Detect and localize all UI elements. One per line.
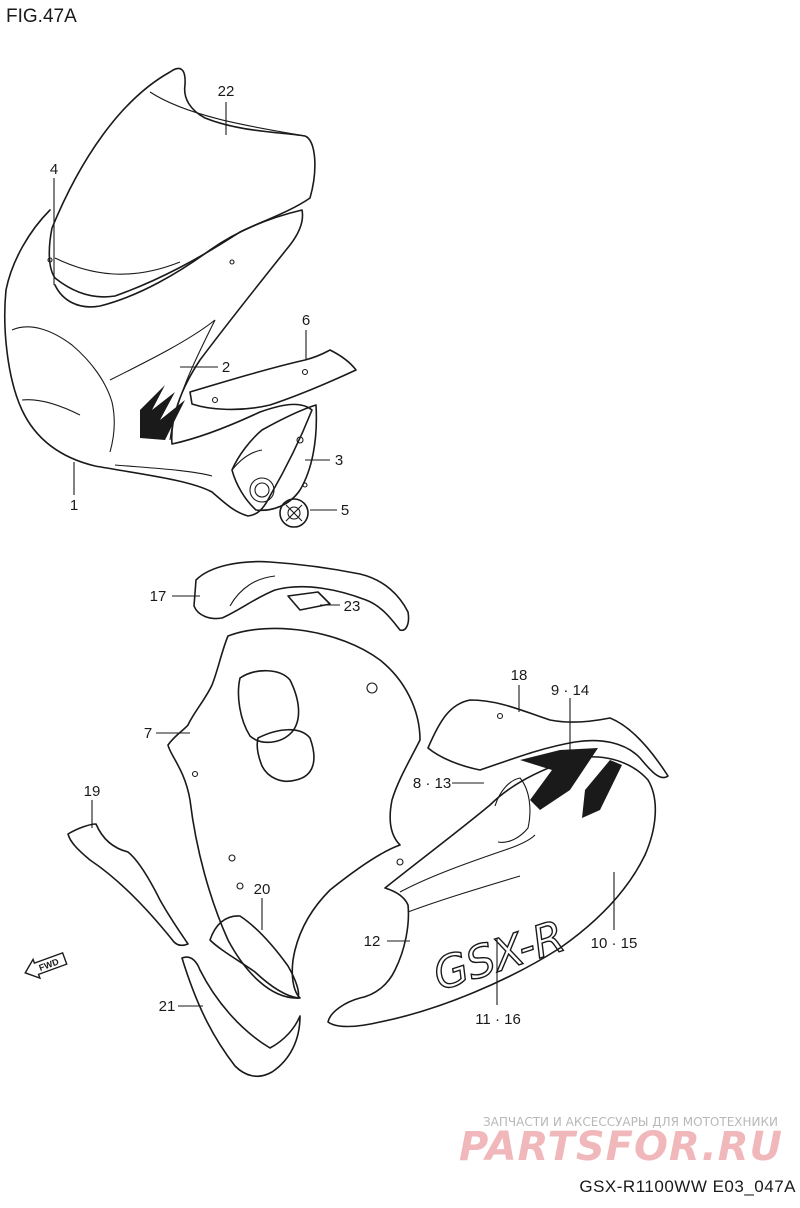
figure-title: FIG.47A: [6, 6, 77, 27]
watermark-brand: PARTSFOR.RU: [459, 1124, 783, 1170]
fwd-arrow-icon: FWD: [24, 951, 68, 980]
callout-19: 19: [84, 783, 101, 800]
part-18-inner-cover[interactable]: [427, 699, 669, 779]
callout-12: 12: [364, 933, 381, 950]
callout-9-14: 9 · 14: [551, 682, 589, 699]
callout-3: 3: [335, 452, 343, 469]
callout-labels: 22 4 6 2 3 1 5 17 23 18 9 · 14 7 8 · 13 …: [50, 83, 638, 1028]
callout-2: 2: [222, 359, 230, 376]
part-6-bracket[interactable]: [189, 349, 357, 411]
callout-18: 18: [511, 667, 528, 684]
callout-10-15: 10 · 15: [591, 935, 638, 952]
part-7-side-cowling[interactable]: [167, 627, 421, 999]
callout-20: 20: [254, 881, 271, 898]
leader-lines: [53, 102, 615, 1007]
part-21-side-under-panel[interactable]: [181, 956, 301, 1078]
callout-1: 1: [70, 497, 78, 514]
model-code: GSX-R1100WW E03_047A: [579, 1177, 796, 1196]
callout-5: 5: [341, 502, 349, 519]
part-17-inner-bracket[interactable]: [193, 560, 410, 632]
callout-11-16: 11 · 16: [475, 1011, 521, 1028]
gsxr-decal-icon: GSX-R: [427, 911, 571, 1001]
part-20-bracket[interactable]: [209, 915, 300, 999]
callout-7: 7: [144, 725, 152, 742]
callout-6: 6: [302, 312, 310, 329]
callout-8-13: 8 · 13: [413, 775, 451, 792]
part-19-under-panel[interactable]: [67, 823, 189, 947]
part-1-upper-cowling[interactable]: [4, 209, 313, 517]
watermark: ЗАПЧАСТИ И АКСЕССУАРЫ ДЛЯ МОТОТЕХНИКИ PA…: [459, 1115, 783, 1170]
watermark-tagline: ЗАПЧАСТИ И АКСЕССУАРЫ ДЛЯ МОТОТЕХНИКИ: [483, 1115, 778, 1129]
callout-23: 23: [344, 598, 361, 615]
callout-17: 17: [150, 588, 167, 605]
callout-4: 4: [50, 161, 58, 178]
part-5-grommet[interactable]: [279, 498, 309, 528]
part-3-side-panel[interactable]: [231, 404, 318, 512]
part-23-pad[interactable]: [287, 591, 331, 611]
callout-21: 21: [159, 998, 176, 1015]
part-12-lower-cowling[interactable]: GSX-R: [327, 748, 657, 1028]
callout-22: 22: [218, 83, 235, 100]
